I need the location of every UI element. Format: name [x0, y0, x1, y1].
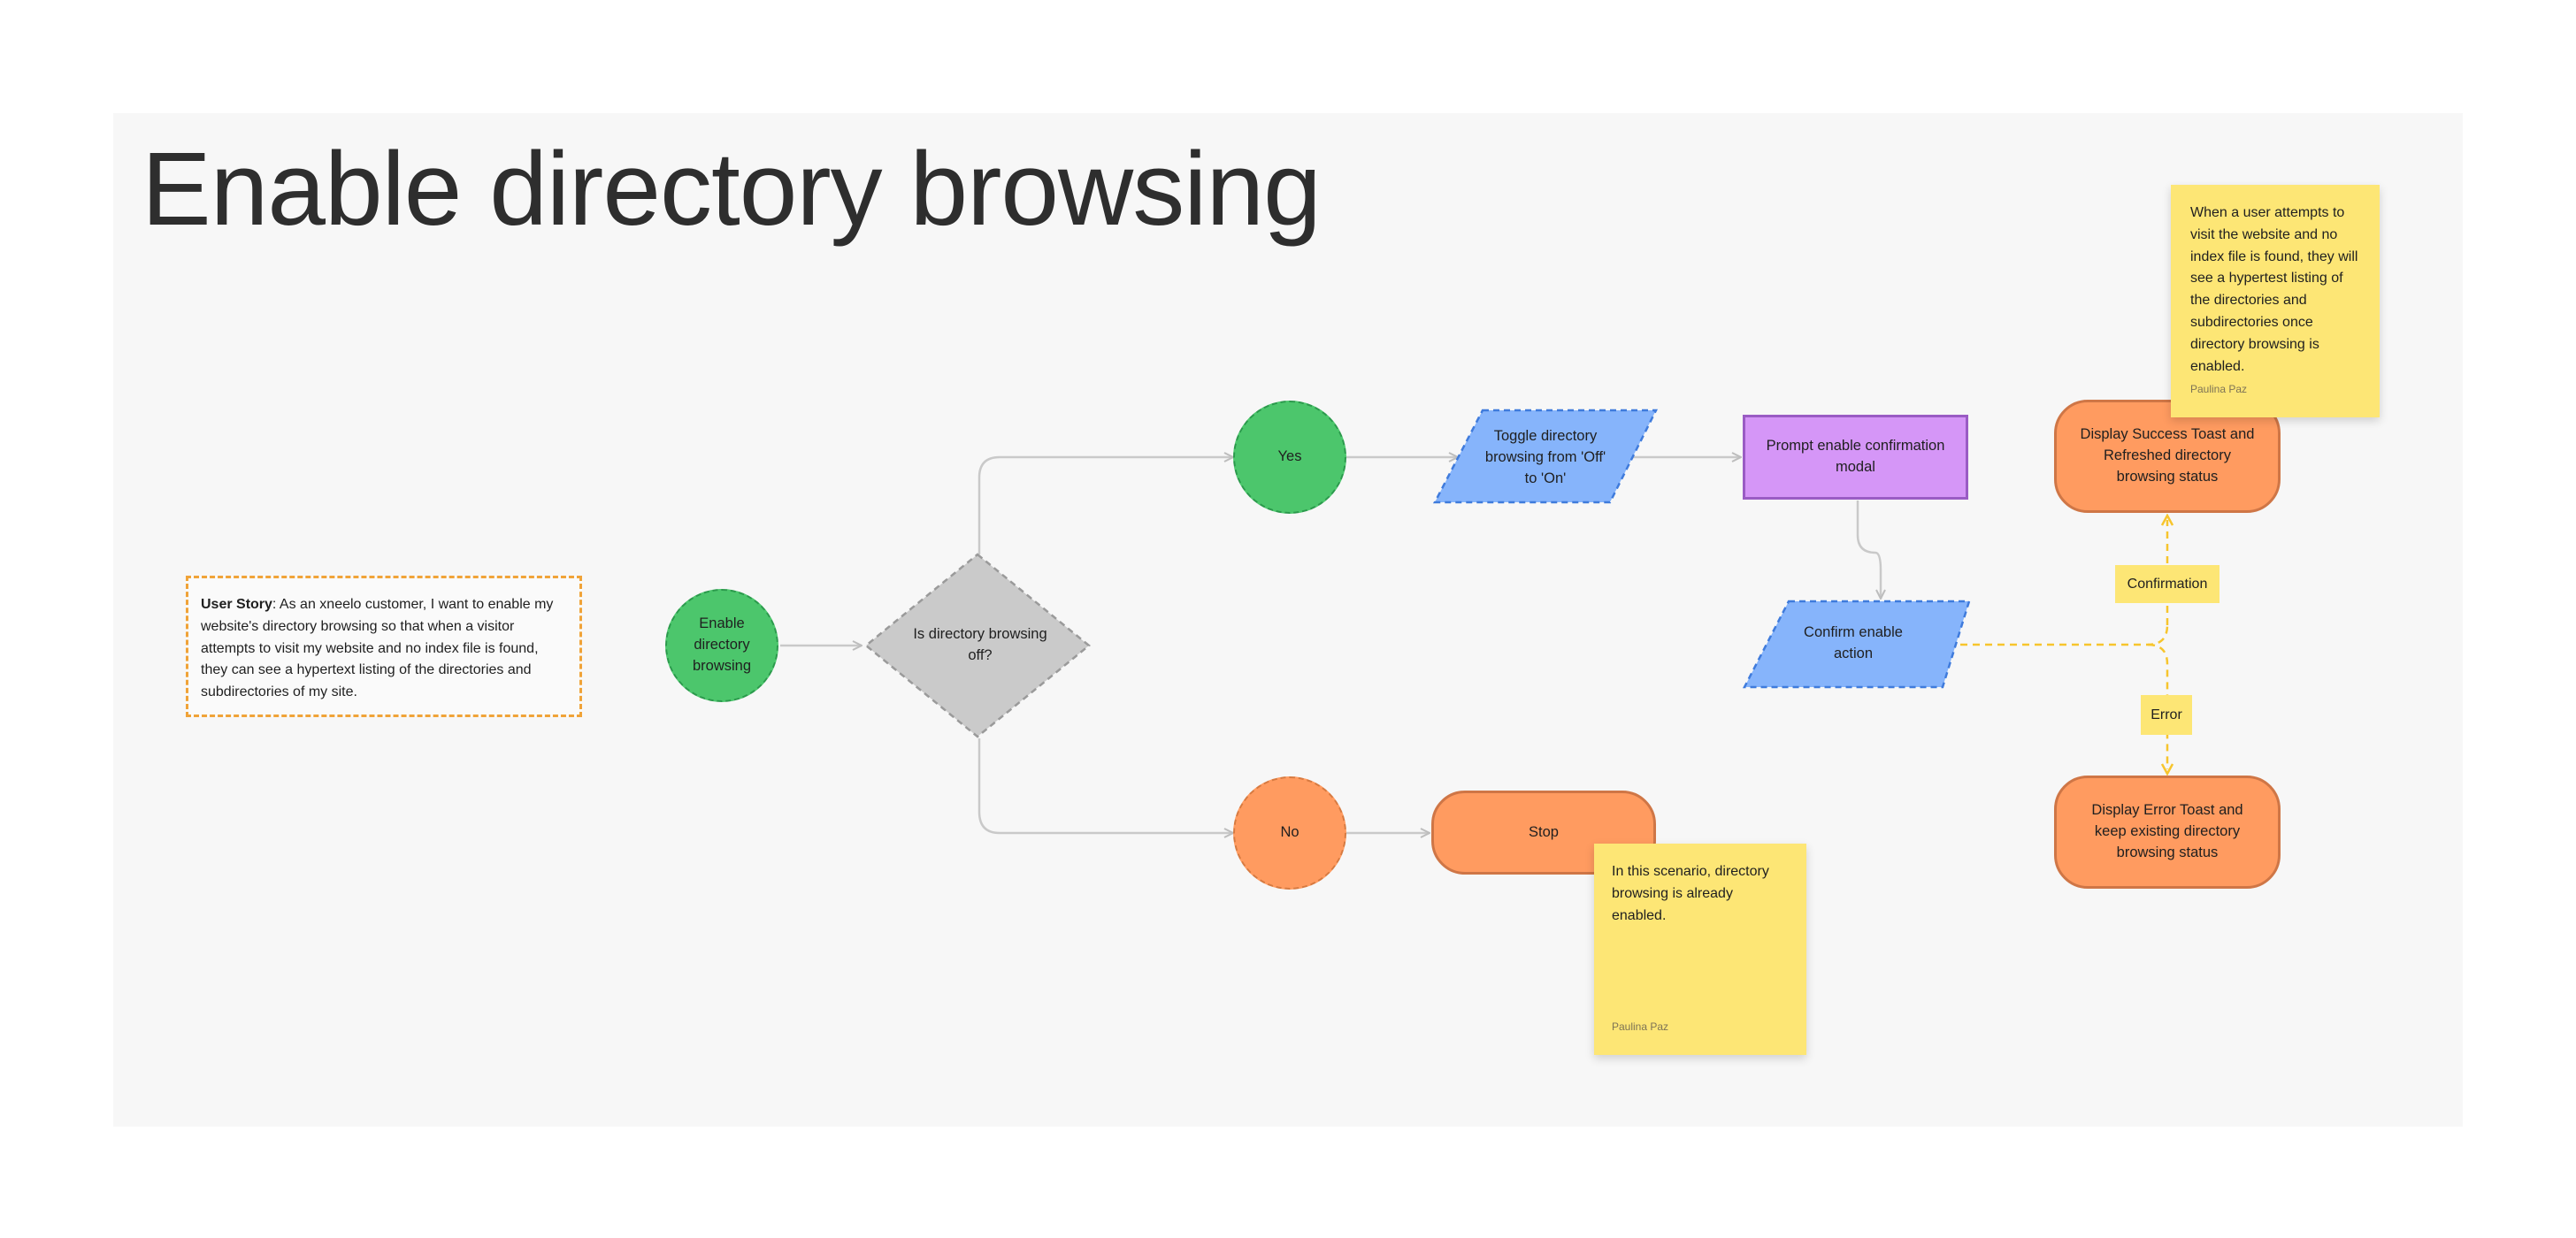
decision-node[interactable]: Is directory browsing off? — [901, 594, 1060, 697]
prompt-node-label: Prompt enable confirmation modal — [1766, 438, 1945, 475]
error-node[interactable]: Display Error Toast and keep existing di… — [2054, 776, 2281, 889]
success-node-label: Display Success Toast and Refreshed dire… — [2080, 426, 2255, 485]
toggle-node[interactable]: Toggle directory browsing from 'Off' to … — [1481, 419, 1610, 497]
confirmation-edge-label: Confirmation — [2115, 565, 2220, 603]
user-story-text: : As an xneelo customer, I want to enabl… — [201, 597, 554, 700]
sticky-note-bottom[interactable]: In this scenario, directory browsing is … — [1594, 844, 1806, 1055]
confirm-node[interactable]: Confirm enable action — [1787, 615, 1920, 672]
sticky-note-top-text: When a user attempts to visit the websit… — [2190, 205, 2358, 374]
success-node[interactable]: Display Success Toast and Refreshed dire… — [2054, 400, 2281, 513]
confirm-node-label: Confirm enable action — [1804, 624, 1903, 661]
decision-node-label: Is directory browsing off? — [913, 626, 1047, 663]
sticky-note-bottom-author: Paulina Paz — [1612, 1020, 1669, 1034]
sticky-note-top[interactable]: When a user attempts to visit the websit… — [2171, 185, 2380, 417]
error-edge-label: Error — [2141, 695, 2192, 735]
start-node-label: Enable directory browsing — [692, 615, 752, 674]
yes-node-label: Yes — [1277, 448, 1302, 465]
page-title: Enable directory browsing — [142, 131, 1322, 248]
stop-node-label: Stop — [1529, 823, 1559, 840]
sticky-note-bottom-text: In this scenario, directory browsing is … — [1612, 864, 1769, 923]
user-story-label: User Story — [201, 597, 272, 612]
sticky-note-top-author: Paulina Paz — [2190, 383, 2248, 396]
error-node-label: Display Error Toast and keep existing di… — [2091, 802, 2243, 860]
no-node[interactable]: No — [1233, 776, 1346, 890]
yes-node[interactable]: Yes — [1233, 401, 1346, 514]
toggle-node-label: Toggle directory browsing from 'Off' to … — [1484, 428, 1606, 486]
user-story-card[interactable]: User Story: As an xneelo customer, I wan… — [186, 576, 582, 717]
start-node[interactable]: Enable directory browsing — [665, 589, 778, 702]
prompt-node[interactable]: Prompt enable confirmation modal — [1743, 415, 1968, 500]
no-node-label: No — [1280, 824, 1300, 841]
